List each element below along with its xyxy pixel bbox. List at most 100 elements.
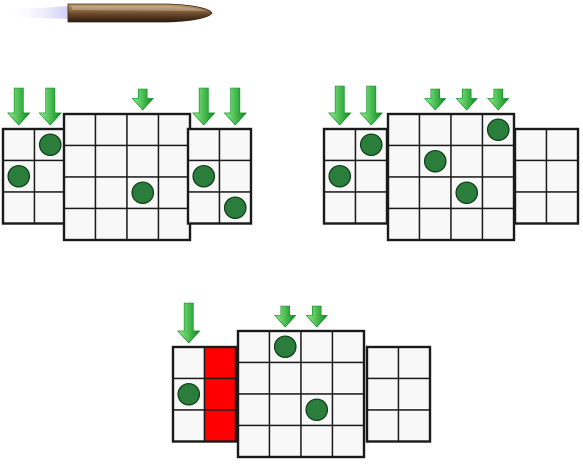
game-piece	[273, 335, 297, 359]
drop-arrow-icon	[274, 305, 297, 328]
grid-block	[62, 88, 192, 242]
bullet-highlight	[72, 6, 206, 11]
grid-cell	[94, 113, 128, 147]
game-piece	[177, 382, 201, 406]
game-piece	[486, 118, 510, 142]
grid-cell	[354, 191, 388, 225]
grid-cell	[331, 330, 365, 364]
grid-cell	[387, 176, 421, 210]
grid-cell	[366, 377, 400, 411]
grid-cell	[157, 207, 191, 241]
grid-cell	[354, 159, 388, 193]
grid-cell	[450, 207, 484, 241]
puzzle-top-left	[1, 87, 253, 242]
block-border	[186, 127, 253, 225]
grid-block	[1, 87, 68, 225]
game-piece	[223, 196, 247, 220]
grid-cell	[300, 330, 334, 364]
grid-cell	[418, 207, 452, 241]
grid-cell	[387, 113, 421, 147]
grid-cell	[237, 330, 271, 364]
grid-cell	[323, 191, 357, 225]
grid-cell	[545, 159, 579, 193]
highlighted-cell	[203, 377, 237, 411]
grid-cell	[157, 113, 191, 147]
puzzle-top-right	[322, 85, 580, 242]
drop-arrow-icon	[223, 87, 247, 126]
game-piece	[192, 164, 216, 188]
grid-cell	[397, 409, 431, 443]
drop-arrow-icon	[305, 305, 328, 328]
grid-cell	[418, 113, 452, 147]
grid-cell	[366, 409, 400, 443]
grid-cell	[33, 159, 67, 193]
grid-cell	[450, 113, 484, 147]
puzzle-bottom	[171, 302, 432, 459]
grid-cell	[514, 128, 548, 162]
grid-cell	[331, 424, 365, 458]
grid-block	[236, 305, 366, 459]
drop-arrow-icon	[192, 87, 216, 126]
drop-arrow-icon	[131, 88, 154, 111]
grid-cell	[366, 346, 400, 380]
grid-block	[322, 85, 389, 225]
grid-cell	[323, 128, 357, 162]
grid-cell	[218, 128, 252, 162]
grid-cell	[397, 346, 431, 380]
grid-cell	[63, 207, 97, 241]
grid-cell	[268, 393, 302, 427]
grid-block	[386, 88, 516, 242]
block-border	[513, 127, 580, 225]
game-piece	[455, 181, 479, 205]
grid-cell	[387, 144, 421, 178]
grid-cell	[545, 191, 579, 225]
grid-cell	[63, 144, 97, 178]
grid-cell	[237, 424, 271, 458]
grid-cell	[187, 191, 221, 225]
block-border	[365, 345, 432, 443]
game-piece	[131, 181, 155, 205]
grid-cell	[450, 144, 484, 178]
grid-cell	[33, 191, 67, 225]
grid-cell	[157, 176, 191, 210]
game-piece	[359, 133, 383, 157]
grid-cell	[418, 176, 452, 210]
grid-cell	[157, 144, 191, 178]
drop-arrow-icon	[7, 87, 31, 126]
grid-cell	[126, 207, 160, 241]
game-piece	[423, 149, 447, 173]
drop-arrow-icon	[424, 88, 447, 111]
drop-arrow-icon	[455, 88, 478, 111]
grid-cell	[172, 409, 206, 443]
grid-cell	[94, 207, 128, 241]
highlighted-cell	[203, 409, 237, 443]
bullet-casing	[67, 3, 213, 23]
highlighted-cell	[203, 346, 237, 380]
grid-cell	[514, 159, 548, 193]
grid-cell	[126, 144, 160, 178]
grid-cell	[94, 144, 128, 178]
grid-cell	[2, 191, 36, 225]
block-border	[236, 329, 366, 459]
game-piece	[328, 164, 352, 188]
grid-cell	[268, 361, 302, 395]
game-piece	[38, 133, 62, 157]
drop-arrow-icon	[177, 302, 201, 344]
drop-arrow-icon	[487, 88, 510, 111]
grid-cell	[481, 207, 515, 241]
grid-cell	[187, 128, 221, 162]
grid-block	[513, 127, 580, 225]
grid-cell	[331, 393, 365, 427]
grid-cell	[545, 128, 579, 162]
grid-cell	[387, 207, 421, 241]
game-piece	[305, 398, 329, 422]
grid-cell	[126, 113, 160, 147]
grid-cell	[63, 113, 97, 147]
grid-block	[186, 87, 253, 225]
grid-cell	[237, 361, 271, 395]
drop-arrow-icon	[359, 85, 383, 126]
grid-cell	[397, 377, 431, 411]
grid-cell	[300, 361, 334, 395]
drop-arrow-icon	[328, 85, 352, 126]
